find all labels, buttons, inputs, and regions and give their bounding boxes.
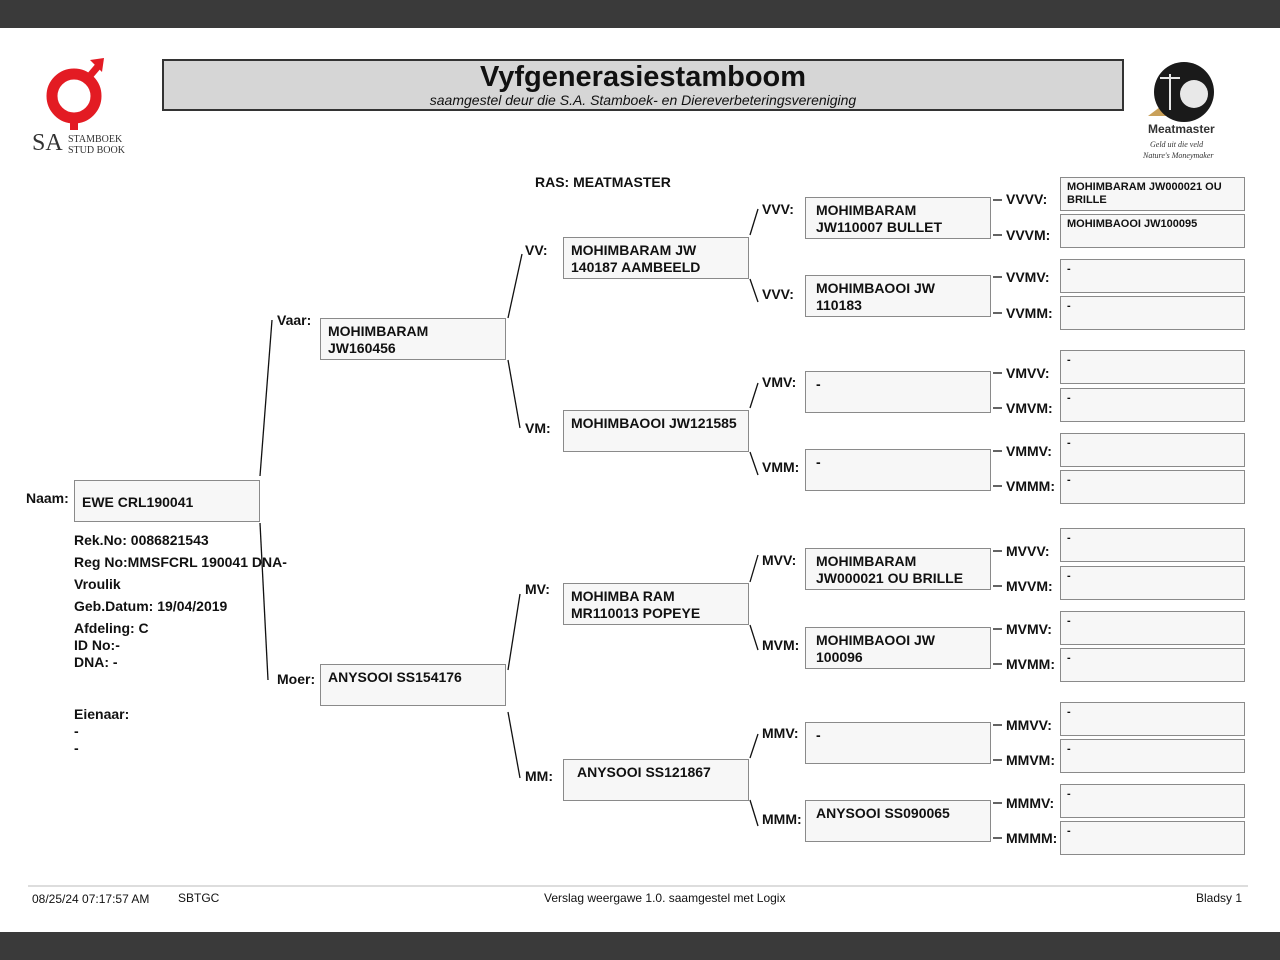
gen3-vvm-label: VVV: <box>762 286 794 302</box>
gen4-vvvv-label: VVVV: <box>1006 191 1048 207</box>
gen4-vvvm-label: VVVM: <box>1006 227 1051 243</box>
sa-logo-line2: STUD BOOK <box>68 145 125 156</box>
sa-logo-abbr: SA <box>32 130 63 156</box>
title-banner: Vyfgenerasiestamboom saamgestel deur die… <box>162 59 1124 111</box>
gen3-mmm-label: MMM: <box>762 811 802 827</box>
gen2-mv-label: MV: <box>525 581 550 597</box>
gen4-mvmm-box: - <box>1060 648 1245 682</box>
gen4-mmvv-box: - <box>1060 702 1245 736</box>
gen3-mmv-label: MMV: <box>762 725 799 741</box>
meatmaster-logo-name: Meatmaster <box>1148 122 1215 136</box>
gen4-vvmm-label: VVMM: <box>1006 305 1053 321</box>
name-label: Naam: <box>26 490 69 506</box>
animal-name-box: EWE CRL190041 <box>74 480 260 522</box>
owner-line-2: - <box>74 740 79 756</box>
gen3-mvm-box: MOHIMBAOOI JW 100096 <box>805 627 991 669</box>
gen3-vmv-label: VMV: <box>762 374 797 390</box>
gen4-vmvm-box: - <box>1060 388 1245 422</box>
gen3-mvv-box: MOHIMBARAM JW000021 OU BRILLE <box>805 548 991 590</box>
sa-logo-line1: STAMBOEK <box>68 134 123 145</box>
animal-detail-sex: Vroulik <box>74 576 121 592</box>
owner-line-1: - <box>74 723 79 739</box>
gen4-mmvv-label: MMVV: <box>1006 717 1052 733</box>
gen4-vmmm-box: - <box>1060 470 1245 504</box>
gen4-mvvv-box: - <box>1060 528 1245 562</box>
gen4-vvvm-box: MOHIMBAOOI JW100095 <box>1060 214 1245 248</box>
animal-detail-regnr: Reg No:MMSFCRL 190041 DNA- <box>74 554 287 570</box>
footer-page-number: Bladsy 1 <box>1196 891 1243 905</box>
animal-detail-birthdate: Geb.Datum: 19/04/2019 <box>74 598 228 614</box>
gen4-vmvv-label: VMVV: <box>1006 365 1050 381</box>
gen4-mmmv-label: MMMV: <box>1006 795 1055 811</box>
gen4-mvvm-label: MVVM: <box>1006 578 1053 594</box>
gen4-vvmv-label: VVMV: <box>1006 269 1050 285</box>
meatmaster-logo-tag1: Geld uit die veld <box>1150 140 1204 149</box>
gen3-mmv-box: - <box>805 722 991 764</box>
gen2-vv-box: MOHIMBARAM JW 140187 AAMBEELD <box>563 237 749 279</box>
gen4-vmmv-box: - <box>1060 433 1245 467</box>
page-title: Vyfgenerasiestamboom <box>479 61 807 93</box>
gen4-mmmm-label: MMMM: <box>1006 830 1058 846</box>
scale-emblem-icon <box>1148 62 1214 122</box>
gen3-vmm-label: VMM: <box>762 459 800 475</box>
animal-detail-reknr: Rek.No: 0086821543 <box>74 532 209 548</box>
footer-org: SBTGC <box>178 891 220 905</box>
gen2-mm-box: ANYSOOI SS121867 <box>563 759 749 801</box>
gen4-mvmm-label: MVMM: <box>1006 656 1055 672</box>
gen4-mvmv-box: - <box>1060 611 1245 645</box>
gen4-mmvm-box: - <box>1060 739 1245 773</box>
sire-box: MOHIMBARAM JW160456 <box>320 318 506 360</box>
gen4-vvvv-box: MOHIMBARAM JW000021 OU BRILLE <box>1060 177 1245 211</box>
breed-label: RAS: MEATMASTER <box>535 174 671 190</box>
gen3-vvv-box: MOHIMBARAM JW110007 BULLET <box>805 197 991 239</box>
gen4-vvmv-box: - <box>1060 259 1245 293</box>
meatmaster-logo-tag2: Nature's Moneymaker <box>1143 151 1214 160</box>
gen3-mvm-label: MVM: <box>762 637 800 653</box>
gen4-vvmm-box: - <box>1060 296 1245 330</box>
sa-studbook-logo: SA STAMBOEK STUD BOOK <box>30 56 134 156</box>
owner-label: Eienaar: <box>74 706 130 722</box>
gen3-mmm-box: ANYSOOI SS090065 <box>805 800 991 842</box>
pedigree-page: SA STAMBOEK STUD BOOK Vyfgenerasiestambo… <box>0 28 1280 932</box>
gen4-mmvm-label: MMVM: <box>1006 752 1055 768</box>
gen3-mvv-label: MVV: <box>762 552 797 568</box>
dam-box: ANYSOOI SS154176 <box>320 664 506 706</box>
gen3-vvv-label: VVV: <box>762 201 794 217</box>
animal-detail-section: Afdeling: C <box>74 620 149 636</box>
gen2-mm-label: MM: <box>525 768 553 784</box>
gen3-vmv-box: - <box>805 371 991 413</box>
footer-version: Verslag weergawe 1.0. saamgestel met Log… <box>544 891 786 905</box>
dam-label: Moer: <box>277 671 316 687</box>
gen4-mmmm-box: - <box>1060 821 1245 855</box>
gen4-vmvv-box: - <box>1060 350 1245 384</box>
gen4-mvmv-label: MVMV: <box>1006 621 1052 637</box>
gen4-mmmv-box: - <box>1060 784 1245 818</box>
page-subtitle: saamgestel deur die S.A. Stamboek- en Di… <box>429 92 857 108</box>
gen4-vmmm-label: VMMM: <box>1006 478 1055 494</box>
gen4-vmmv-label: VMMV: <box>1006 443 1052 459</box>
gen4-vmvm-label: VMVM: <box>1006 400 1053 416</box>
animal-detail-dna: DNA: - <box>74 654 118 670</box>
gen4-mvvv-label: MVVV: <box>1006 543 1050 559</box>
footer-timestamp: 08/25/24 07:17:57 AM <box>32 892 150 906</box>
sire-label: Vaar: <box>277 312 312 328</box>
gen2-vm-box: MOHIMBAOOI JW121585 <box>563 410 749 452</box>
gender-symbol-icon <box>46 58 104 130</box>
gen3-vmm-box: - <box>805 449 991 491</box>
gen2-mv-box: MOHIMBA RAM MR110013 POPEYE <box>563 583 749 625</box>
gen2-vm-label: VM: <box>525 420 551 436</box>
animal-detail-id: ID No:- <box>74 637 120 653</box>
gen4-mvvm-box: - <box>1060 566 1245 600</box>
gen3-vvm-box: MOHIMBAOOI JW 110183 <box>805 275 991 317</box>
gen2-vv-label: VV: <box>525 242 548 258</box>
meatmaster-logo: Meatmaster Geld uit die veld Nature's Mo… <box>1140 60 1220 166</box>
